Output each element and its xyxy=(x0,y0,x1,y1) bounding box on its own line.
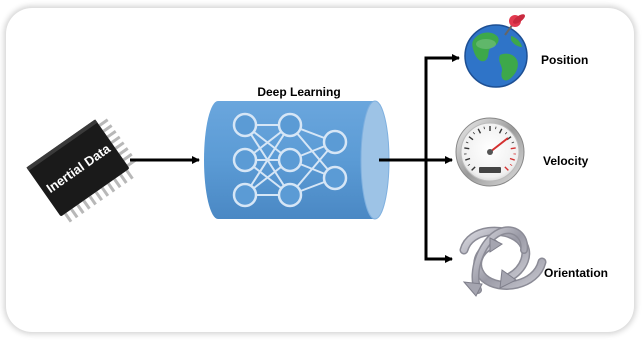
nn-node xyxy=(232,112,258,138)
output-label-velocity: Velocity xyxy=(543,154,589,168)
chip-pin xyxy=(64,212,73,223)
globe-pin-icon xyxy=(464,14,528,88)
gauge-ticks xyxy=(464,126,516,171)
chip-pin xyxy=(70,208,79,219)
gauge-tick xyxy=(511,141,515,144)
nn-node xyxy=(277,147,303,173)
gauge-tick xyxy=(510,147,516,150)
chip-pin xyxy=(76,204,85,214)
nn-edge xyxy=(244,124,291,196)
gauge-tick xyxy=(464,147,470,150)
neural-network-icon xyxy=(232,112,348,208)
speedometer-icon xyxy=(455,117,525,187)
chip-pin xyxy=(110,135,121,144)
gauge-tick xyxy=(468,136,474,141)
model-label: Deep Learning xyxy=(257,85,340,99)
nn-node xyxy=(322,129,348,155)
microchip-icon: Inertial Data xyxy=(26,118,137,223)
chip-pin xyxy=(98,118,109,127)
chip-pin xyxy=(114,141,125,150)
nn-node xyxy=(277,112,303,138)
nn-node xyxy=(232,147,258,173)
chip-pin xyxy=(119,173,128,184)
gauge-tick xyxy=(471,166,476,171)
gauge-tick xyxy=(498,128,503,134)
chip-pin xyxy=(122,152,133,162)
chip-pin xyxy=(100,186,110,197)
chip-pin xyxy=(118,147,129,156)
chip-body xyxy=(27,120,129,216)
rotation-arrows-icon xyxy=(459,226,547,297)
gauge-tick xyxy=(509,163,513,166)
gauge-tick xyxy=(504,166,509,171)
nn-node xyxy=(277,182,303,208)
chip-pin xyxy=(106,129,117,139)
gauge-tick xyxy=(467,163,471,166)
gauge-tick xyxy=(483,126,485,130)
gauge-tick xyxy=(465,141,469,144)
nn-node xyxy=(232,182,258,208)
chip-pin xyxy=(113,178,122,189)
gauge-tick xyxy=(495,126,497,130)
chip-pin xyxy=(125,169,134,180)
output-label-position: Position xyxy=(541,53,588,67)
gauge-tick xyxy=(465,157,471,161)
gauge-tick xyxy=(472,131,476,135)
chip-pin xyxy=(107,182,116,193)
chip-pins xyxy=(64,118,137,223)
nn-nodes xyxy=(232,112,348,208)
gauge-tick xyxy=(509,157,515,161)
chip-pin xyxy=(88,195,97,206)
chip-pin xyxy=(82,199,91,210)
gauge-tick xyxy=(477,128,482,134)
odometer xyxy=(479,167,501,173)
gauge-needle xyxy=(489,137,509,153)
output-label-orientation: Orientation xyxy=(544,266,608,280)
nn-node xyxy=(322,165,348,191)
output-arrows xyxy=(379,54,460,263)
chip-pin xyxy=(94,191,103,202)
gauge-tick xyxy=(504,131,508,135)
chip-pin xyxy=(102,124,113,133)
